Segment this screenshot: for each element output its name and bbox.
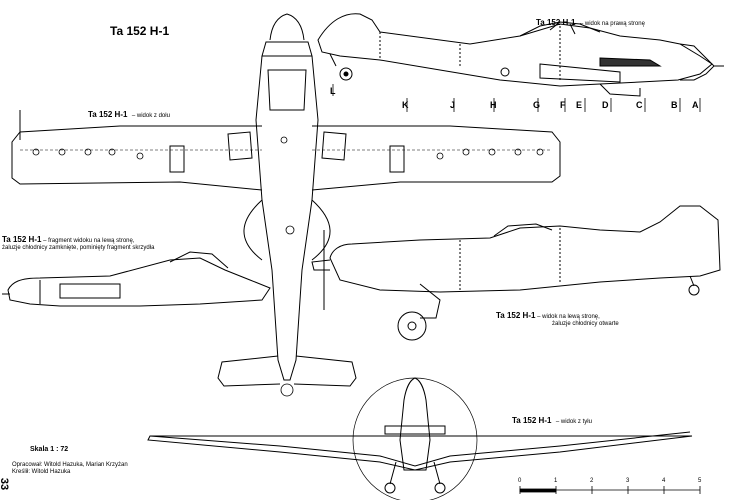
right-view-label: Ta 152 H-1 – widok na prawą stronę [536, 12, 645, 30]
scale-tick: 4 [662, 478, 666, 484]
right-view-name: Ta 152 H-1 [536, 18, 576, 27]
scale-label: Skala 1 : 72 [30, 446, 69, 453]
credits: Opracował: Witold Hazuka, Marian Krzyżan… [12, 462, 128, 476]
station-ticks [332, 84, 701, 112]
station-label: J [450, 100, 456, 110]
left-view-desc2: żaluzje chłodnicy otwarte [552, 321, 619, 327]
scale-tick: 5 [698, 478, 702, 484]
scale-tick: 0 [518, 478, 522, 484]
fragment-view-desc1: – fragment widoku na lewą stronę, [43, 238, 135, 244]
left-side-view [311, 205, 721, 341]
fragment-view-label: Ta 152 H-1 – fragment widoku na lewą str… [2, 236, 154, 252]
station-label: L [330, 86, 336, 96]
bottom-view-label: Ta 152 H-1 – widok z dołu [88, 104, 170, 122]
station-label: F [560, 100, 566, 110]
bottom-view-desc: – widok z dołu [131, 113, 170, 119]
left-fragment-view [2, 251, 271, 307]
fragment-view-desc2: żaluzje chłodnicy zamknięte, pominięty f… [2, 245, 155, 251]
bottom-view-name: Ta 152 H-1 [88, 110, 128, 119]
credits-line1: Opracował: Witold Hazuka, Marian Krzyżan [12, 462, 128, 468]
credits-line2: Kreślił: Witold Hazuka [12, 469, 71, 475]
right-side-view [317, 13, 724, 97]
scale-tick: 1 [554, 478, 558, 484]
scale-bar [519, 486, 701, 494]
page-number: 33 [0, 477, 11, 491]
rear-view-label: Ta 152 H-1 – widok z tyłu [512, 410, 592, 428]
bottom-view [11, 13, 561, 397]
left-view-label: Ta 152 H-1 – widok na lewą stronę, żaluz… [496, 312, 619, 328]
rear-view-name: Ta 152 H-1 [512, 416, 552, 425]
station-label: K [402, 100, 409, 110]
station-label: C [636, 100, 643, 110]
station-label: B [671, 100, 678, 110]
scale-tick: 3 [626, 478, 630, 484]
station-label: A [692, 100, 699, 110]
sheet-title: Ta 152 H-1 [110, 22, 169, 40]
left-view-desc1: – widok na lewą stronę, [537, 314, 600, 320]
scale-tick: 2 [590, 478, 594, 484]
station-label: D [602, 100, 609, 110]
station-label: H [490, 100, 497, 110]
rear-view [147, 377, 693, 500]
left-view-name: Ta 152 H-1 [496, 311, 536, 320]
station-label: G [533, 100, 541, 110]
rear-view-desc: – widok z tyłu [555, 419, 592, 425]
fragment-view-name: Ta 152 H-1 [2, 235, 42, 244]
sheet-title-text: Ta 152 H-1 [110, 24, 170, 38]
station-label: E [576, 100, 583, 110]
right-view-desc: – widok na prawą stronę [579, 21, 645, 27]
